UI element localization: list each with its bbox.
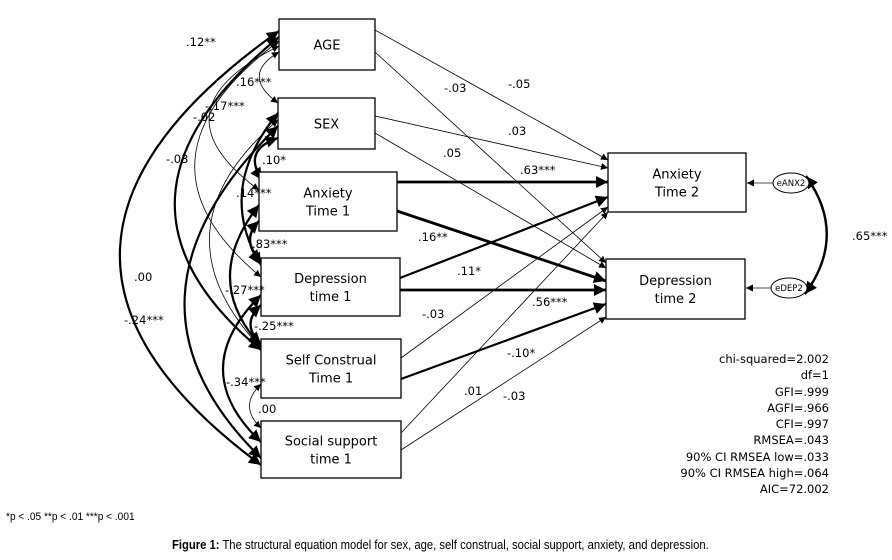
node-label: Social support bbox=[285, 435, 378, 450]
covariance-coefficient: -.24*** bbox=[124, 313, 164, 327]
error-term-eDEP2 bbox=[770, 277, 808, 299]
path-coefficient: .56*** bbox=[532, 295, 568, 309]
error-term-label: eANX2 bbox=[777, 179, 806, 189]
path-sex-to-dep2 bbox=[374, 132, 607, 269]
covariance-age-dep1 bbox=[194, 40, 280, 278]
covariance-coefficient: -.02 bbox=[193, 110, 215, 124]
figure-caption: Figure 1: The structural equation model … bbox=[172, 538, 709, 552]
node-anx1 bbox=[258, 171, 398, 232]
covariance-age-ss1 bbox=[118, 30, 280, 466]
path-coefficient: -.05 bbox=[508, 77, 530, 91]
path-coefficient: -.03 bbox=[503, 389, 525, 403]
caption-text: The structural equation model for sex, a… bbox=[219, 538, 709, 552]
path-coefficient: .03 bbox=[508, 124, 526, 138]
error-term-eANX2 bbox=[772, 172, 810, 194]
fit-index: 90% CI RMSEA low=.033 bbox=[685, 449, 829, 464]
covariance-sex-ss1 bbox=[183, 125, 279, 459]
covariance-coefficient: -.17*** bbox=[205, 99, 245, 113]
node-dep2 bbox=[605, 258, 746, 320]
node-label: Time 2 bbox=[654, 186, 699, 201]
covariance-coefficient: -.34*** bbox=[226, 375, 266, 389]
node-age bbox=[278, 18, 376, 71]
path-coefficient: .16** bbox=[418, 230, 448, 244]
node-dep1 bbox=[260, 257, 401, 317]
path-ss1-to-dep2 bbox=[400, 316, 607, 451]
fit-index: CFI=.997 bbox=[775, 417, 829, 432]
node-label: Depression bbox=[294, 272, 367, 287]
covariance-coefficient: -.27*** bbox=[225, 283, 265, 297]
label-layer: -.05 -.03 .03 .05 .63*** .16** .11* .56*** -.03 -… bbox=[124, 35, 888, 416]
path-coefficient: .05 bbox=[443, 146, 461, 160]
covariance-sc1-ss1 bbox=[249, 383, 262, 429]
node-ss1 bbox=[260, 420, 402, 479]
path-ss1-to-anx2 bbox=[400, 211, 609, 434]
error-term-label: eDEP2 bbox=[775, 284, 803, 294]
covariance-coefficient: .14*** bbox=[236, 186, 272, 200]
node-anx2 bbox=[607, 152, 747, 213]
node-sex bbox=[277, 97, 376, 150]
path-coefficient: .11* bbox=[457, 264, 481, 278]
covariance-coefficient: -.25*** bbox=[254, 319, 294, 333]
fit-index: AIC=72.002 bbox=[759, 482, 829, 497]
node-label: Time 1 bbox=[308, 372, 353, 387]
node-label: AGE bbox=[314, 39, 341, 54]
path-dep1-to-anx2 bbox=[399, 195, 609, 280]
node-label: time 1 bbox=[310, 453, 352, 468]
node-label: Depression bbox=[639, 274, 712, 289]
covariance-coefficient: .12** bbox=[186, 35, 216, 49]
significance-note: *p < .05 **p < .01 ***p < .001 bbox=[6, 511, 135, 523]
covariance-coefficient: .16*** bbox=[236, 75, 272, 89]
path-sc1-to-dep2 bbox=[400, 302, 607, 381]
path-coefficient: .63*** bbox=[520, 163, 556, 177]
covariance-age-sc1 bbox=[173, 36, 280, 351]
path-coefficient: .01 bbox=[464, 384, 482, 398]
path-sc1-to-anx2 bbox=[400, 206, 609, 359]
node-label: Anxiety bbox=[303, 187, 353, 202]
covariance-coefficient: .83*** bbox=[252, 237, 288, 251]
path-coefficient: -.03 bbox=[444, 81, 466, 95]
covariance-coefficient: .65*** bbox=[852, 229, 888, 243]
covariance-coefficient: .10* bbox=[262, 153, 286, 167]
path-layer bbox=[374, 29, 773, 451]
fit-index: AGFI=.966 bbox=[767, 400, 829, 415]
covariance-eANX2-eDEP2 bbox=[804, 175, 828, 295]
path-anx1-to-dep2 bbox=[396, 209, 607, 283]
caption-label: Figure 1: bbox=[172, 538, 220, 552]
covariance-layer bbox=[118, 30, 828, 466]
path-age-to-anx2 bbox=[374, 29, 609, 161]
fit-index: 90% CI RMSEA high=.064 bbox=[680, 466, 829, 481]
node-label: Anxiety bbox=[652, 168, 702, 183]
covariance-dep1-ss1 bbox=[221, 294, 262, 443]
fit-index: chi-squared=2.002 bbox=[719, 352, 829, 366]
covariance-coefficient: .00 bbox=[258, 402, 276, 416]
node-sc1 bbox=[260, 338, 402, 399]
node-label: Time 1 bbox=[305, 205, 350, 220]
path-coefficient: -.10* bbox=[507, 346, 535, 360]
covariance-coefficient: .00 bbox=[134, 270, 152, 284]
fit-index: df=1 bbox=[800, 368, 829, 383]
node-label: SEX bbox=[314, 118, 339, 133]
node-label: time 1 bbox=[310, 290, 352, 305]
node-label: time 2 bbox=[655, 292, 697, 307]
fit-index: GFI=.999 bbox=[774, 384, 829, 399]
covariance-coefficient: -.03 bbox=[166, 152, 188, 166]
path-age-to-dep2 bbox=[374, 51, 607, 264]
fit-index: RMSEA=.043 bbox=[753, 433, 829, 448]
path-coefficient: -.03 bbox=[422, 307, 444, 321]
node-label: Self Construal bbox=[286, 354, 377, 369]
path-sex-to-anx2 bbox=[374, 115, 609, 170]
fit-indices: chi-squared=2.002 df=1 GFI=.999 AGFI=.96… bbox=[680, 351, 829, 498]
